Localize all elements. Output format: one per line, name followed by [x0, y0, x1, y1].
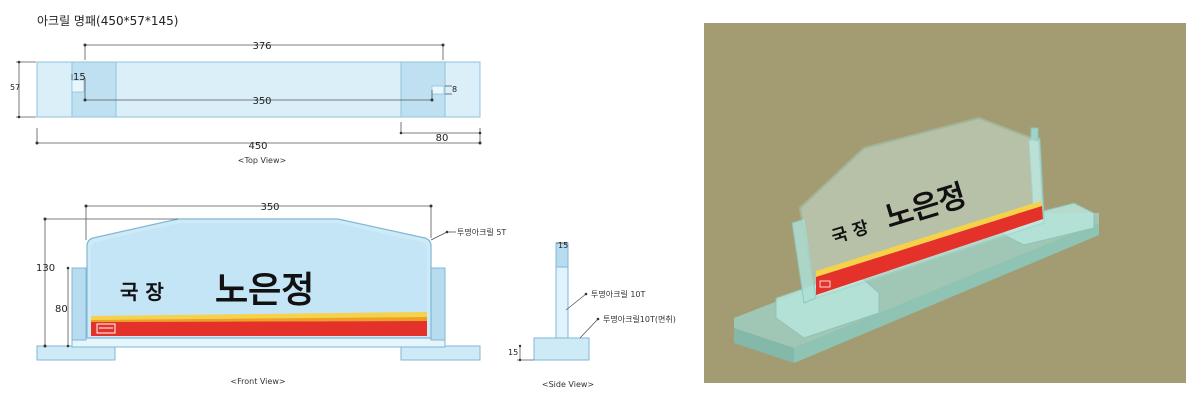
front-material-label: 투명아크릴 5T — [457, 227, 506, 237]
front-stripe-orange — [91, 317, 427, 322]
dim-top-small: 15 — [73, 72, 86, 83]
side-view: 15 15 투명아크릴 10T 투명아크릴10T(면취) <Side View> — [508, 241, 676, 389]
top-view-caption: <Top View> — [238, 156, 286, 165]
front-sign-name: 노은정 — [215, 270, 314, 311]
render-left-post — [791, 218, 817, 304]
side-post-label: 투명아크릴 10T — [591, 289, 646, 299]
dim-front-height: 130 — [36, 263, 55, 274]
front-view: 국 장 노은정 350 130 80 투명아크릴 5T <Front View> — [36, 202, 506, 386]
front-stripe-yellow — [91, 312, 427, 320]
dim-front-post: 80 — [55, 304, 68, 315]
front-base-right — [400, 345, 481, 361]
dim-front-width: 350 — [260, 202, 279, 213]
top-view: 376 57 15 350 8 450 80 <Top View> — [10, 41, 482, 165]
render-base-plate-front — [734, 328, 794, 363]
dim-top-inner: 350 — [252, 96, 271, 107]
render-base-plate-side — [794, 223, 1099, 363]
front-view-caption: <Front View> — [230, 377, 285, 386]
dim-top-height: 57 — [10, 83, 20, 92]
front-post-left — [71, 267, 87, 341]
side-base-label: 투명아크릴10T(면취) — [603, 314, 676, 324]
dim-top-foot: 80 — [436, 133, 449, 144]
front-sign-prefix: 국 장 — [120, 280, 164, 304]
render-right-post-cap — [1030, 127, 1039, 141]
render-right-foot — [1003, 202, 1095, 246]
front-panel-inner — [91, 223, 427, 336]
render-stripe-red — [816, 206, 1043, 295]
technical-drawing: 376 57 15 350 8 450 80 <Top View> — [10, 41, 676, 389]
side-view-caption: <Side View> — [542, 380, 594, 389]
dim-top-right-small: 8 — [452, 85, 457, 94]
dim-side-base: 15 — [508, 348, 518, 357]
side-base — [533, 337, 590, 361]
render-panel: 국 장 노은정 — [704, 23, 1186, 383]
render-stripe-yellow — [816, 201, 1042, 277]
top-view-panel-slot-right — [431, 85, 445, 95]
top-view-panel-slot — [71, 79, 85, 93]
front-stripe-red — [91, 321, 427, 336]
dim-top-total: 450 — [248, 141, 267, 152]
render-panel-frame — [798, 116, 1046, 300]
front-logo — [96, 323, 116, 334]
front-post-right — [430, 267, 446, 341]
render-logo — [819, 280, 831, 288]
dim-side-top: 15 — [558, 241, 568, 250]
front-base-bar — [71, 337, 446, 348]
render-illustration: 국 장 노은정 — [734, 116, 1099, 363]
front-base-left — [36, 345, 116, 361]
dim-top-width: 376 — [252, 41, 271, 52]
page-title: 아크릴 명패(450*57*145) — [37, 14, 179, 28]
